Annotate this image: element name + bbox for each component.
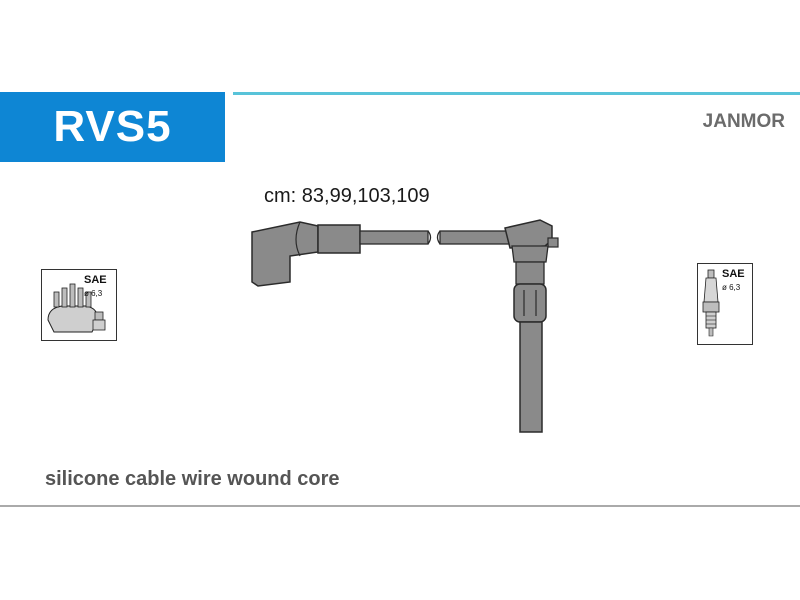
product-code-badge: RVS5 bbox=[0, 92, 225, 162]
distributor-boot bbox=[251, 221, 361, 287]
spark-plug-icon bbox=[702, 269, 720, 337]
cable-segment-right bbox=[436, 230, 511, 245]
connector-diameter-left: ø 6,3 bbox=[84, 289, 103, 298]
terminal-icon bbox=[92, 311, 106, 331]
cable-lengths: cm: 83,99,103,109 bbox=[264, 185, 430, 207]
connector-diameter-right: ø 6,3 bbox=[722, 283, 741, 292]
distributor-cap-icon bbox=[47, 283, 99, 333]
spec-box-left: SAE ø 6,3 bbox=[41, 269, 117, 341]
brand-name: JANMOR bbox=[702, 111, 785, 132]
cable-description: silicone cable wire wound core bbox=[45, 468, 340, 490]
spec-box-right: SAE ø 6,3 bbox=[697, 263, 753, 345]
cable-segment-left bbox=[359, 230, 432, 245]
product-code: RVS5 bbox=[53, 102, 172, 151]
spark-plug-boot bbox=[504, 219, 559, 433]
footer-rule bbox=[0, 505, 800, 507]
connector-standard-left: SAE bbox=[84, 274, 107, 286]
connector-standard-right: SAE bbox=[722, 268, 745, 280]
header-rule bbox=[233, 92, 800, 95]
